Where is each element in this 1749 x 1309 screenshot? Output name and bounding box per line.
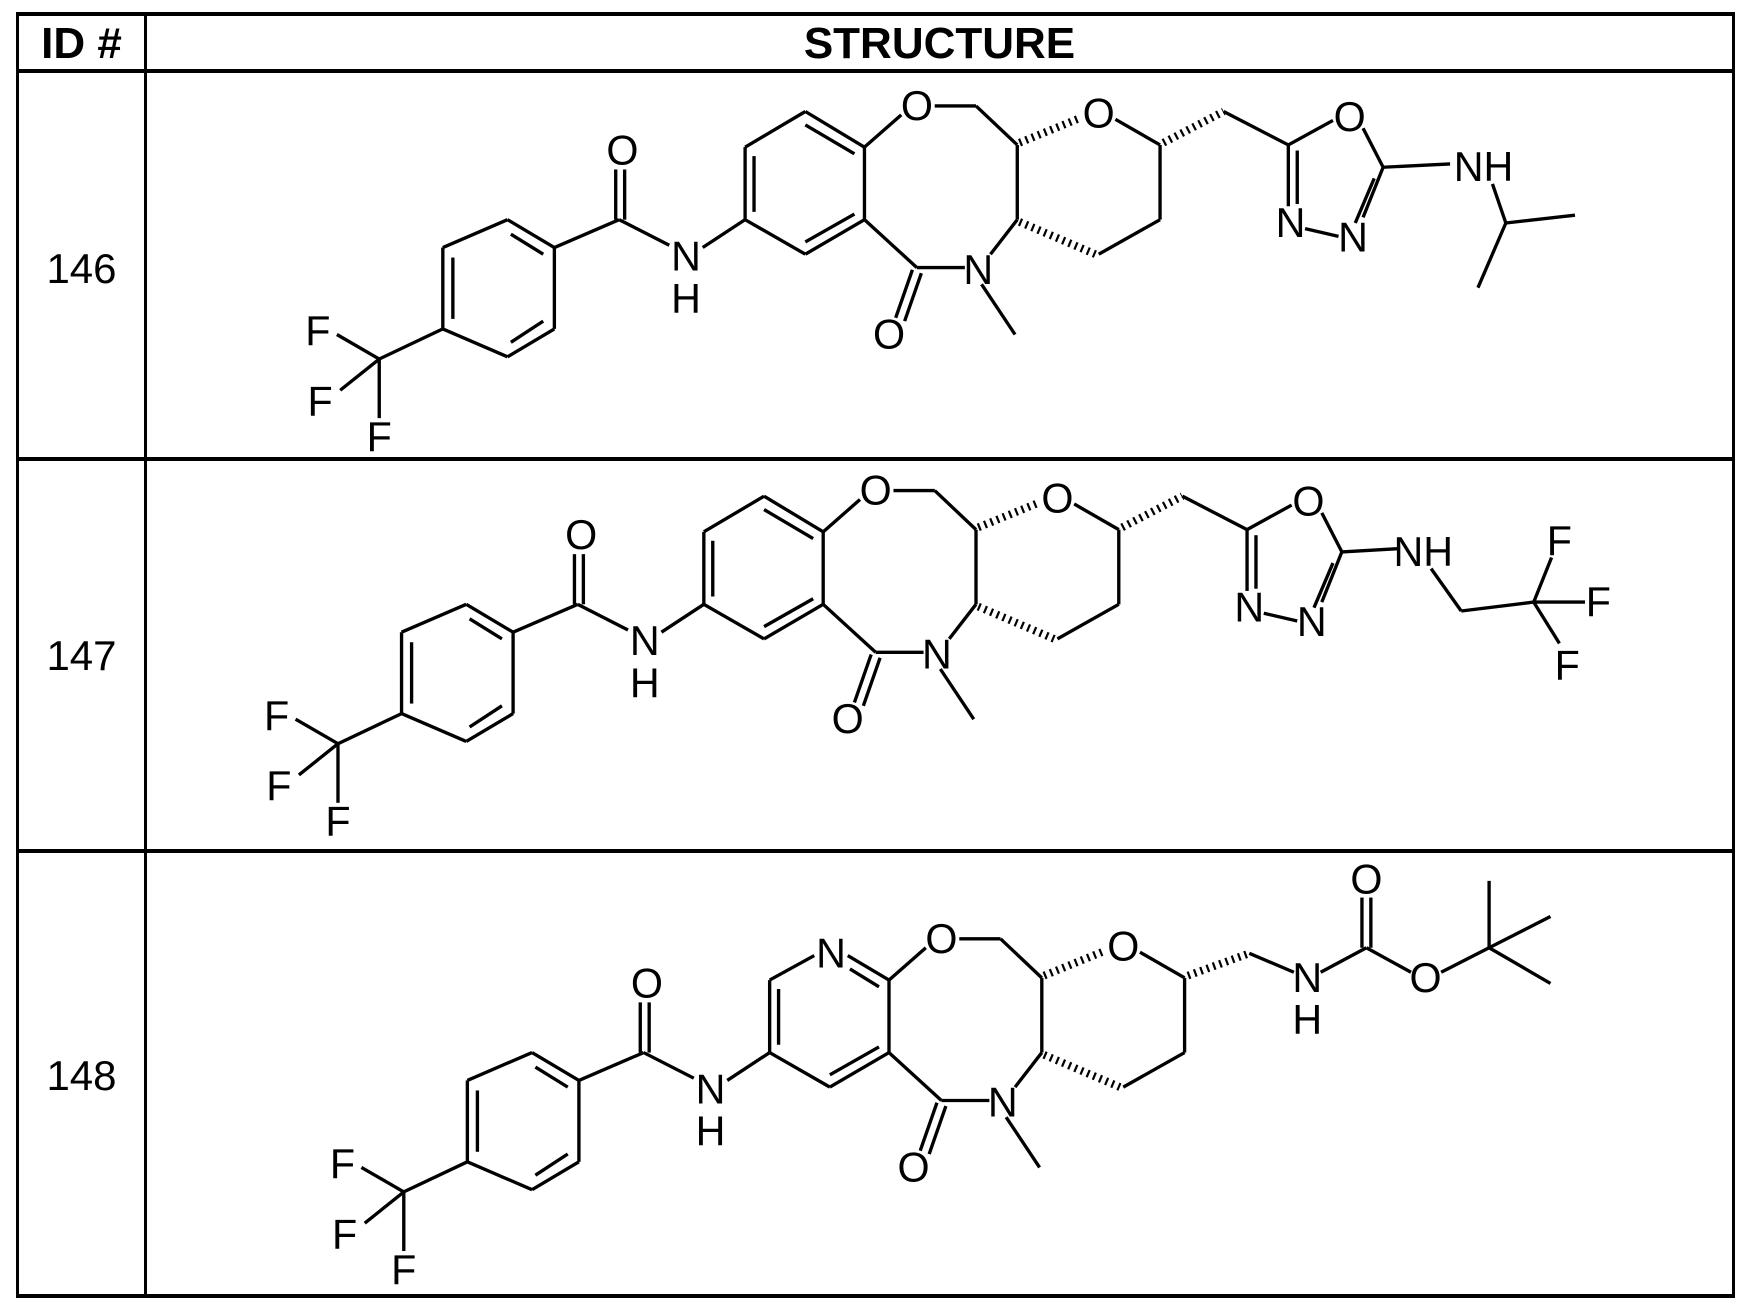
atom-label: N xyxy=(963,247,993,293)
header-id: ID # xyxy=(41,19,122,68)
atom-label: O xyxy=(1083,91,1115,137)
id-column-divider xyxy=(144,12,147,1298)
atom-label: F xyxy=(1547,518,1572,564)
atom-label: N xyxy=(816,930,846,976)
atom-label: O xyxy=(1409,955,1441,1001)
atom-label: F xyxy=(325,799,350,845)
atom-label: N xyxy=(1292,955,1322,1001)
atom-label: H xyxy=(1292,997,1322,1043)
atom-label: NH xyxy=(1393,529,1453,575)
row-divider xyxy=(16,457,1735,461)
atom-label: F xyxy=(330,1141,355,1187)
table-border-bottom xyxy=(16,1294,1735,1298)
atom-label: N xyxy=(988,1080,1018,1126)
atom-label: O xyxy=(1041,475,1073,521)
atom-label: O xyxy=(1334,94,1366,140)
atom-label: F xyxy=(308,378,333,424)
atom-label: F xyxy=(332,1211,357,1257)
atom-label: O xyxy=(925,916,957,962)
structure-148: F F F O N H N O N O O N H O O xyxy=(330,857,1552,1293)
atom-label: H xyxy=(630,660,660,706)
atom-label: F xyxy=(1555,643,1580,689)
row-divider xyxy=(16,849,1735,853)
atom-label: N xyxy=(696,1066,726,1112)
atom-label: O xyxy=(832,696,864,742)
atom-label: N xyxy=(671,233,701,279)
row-id-147: 147 xyxy=(46,632,117,679)
table-border-top xyxy=(16,12,1735,16)
atom-label: F xyxy=(305,308,330,354)
atom-label: O xyxy=(860,468,892,514)
atom-label: F xyxy=(391,1247,416,1293)
atom-label: N xyxy=(630,618,660,664)
atom-label: N xyxy=(1234,585,1264,631)
atom-label: H xyxy=(671,276,701,322)
atom-label: O xyxy=(565,512,597,558)
row-id-148: 148 xyxy=(46,1052,117,1099)
structure-147: F F F O N H O N O O O N N NH F F F xyxy=(264,468,1611,845)
structure-146: F F F O N H O N O O O N N NH xyxy=(305,83,1576,460)
atom-label: N xyxy=(922,632,952,678)
atom-label: O xyxy=(606,128,638,174)
atom-label: O xyxy=(631,960,663,1006)
row-id-146: 146 xyxy=(46,245,117,292)
atom-label: O xyxy=(897,1144,929,1190)
atom-label: F xyxy=(1586,579,1611,625)
atom-label: NH xyxy=(1454,144,1514,190)
header-divider xyxy=(16,69,1735,73)
atom-label: O xyxy=(1107,924,1139,970)
atom-label: O xyxy=(1350,857,1382,903)
table-border-left xyxy=(16,12,19,1298)
atom-label: O xyxy=(873,312,905,358)
atom-label: O xyxy=(1292,479,1324,525)
atom-label: F xyxy=(266,763,291,809)
atom-label: N xyxy=(1338,214,1368,260)
atom-label: O xyxy=(901,83,933,129)
table-border-right xyxy=(1732,12,1735,1298)
atom-label: H xyxy=(696,1109,726,1155)
atom-label: N xyxy=(1297,599,1327,645)
atom-label: F xyxy=(367,414,392,460)
atom-label: F xyxy=(264,693,289,739)
header-structure: STRUCTURE xyxy=(803,19,1076,68)
atom-label: N xyxy=(1276,200,1306,246)
